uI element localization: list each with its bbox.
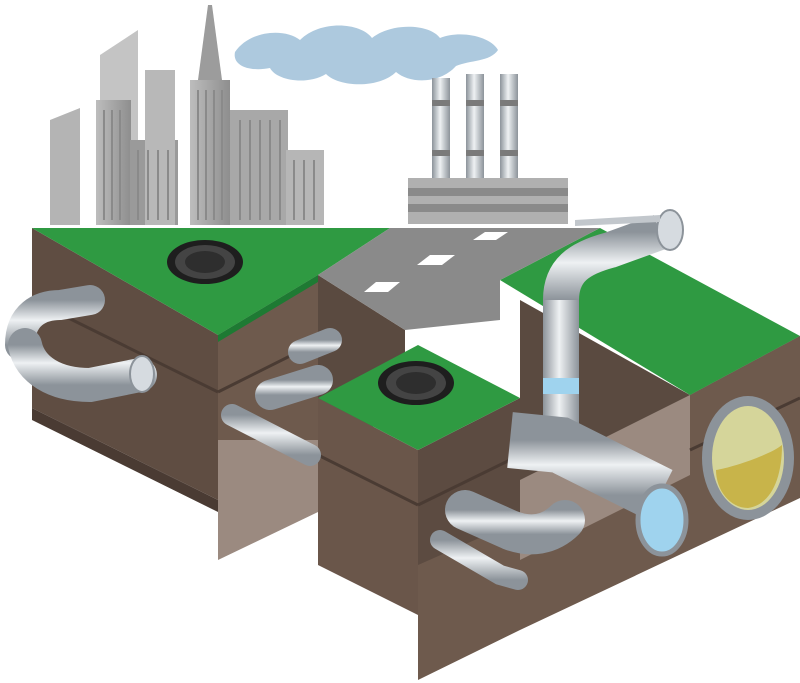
road-markings [364,232,508,292]
factory-building [408,178,568,224]
trench-pipes [221,328,342,466]
grass-left-edge [218,275,318,342]
skyscraper-1 [50,108,80,225]
building-windows [103,90,315,220]
road [318,228,600,330]
manhole-cover-icon [167,240,243,284]
left-pipe-system [5,285,157,403]
sewer-pipe-opening [702,396,794,520]
factory [408,74,568,224]
smokestack-3 [500,74,518,186]
smoke-cloud [234,25,498,85]
smokestack-1 [432,78,450,186]
skyscraper-5 [145,70,175,225]
spire-tower-body [190,80,230,225]
manhole-cover-icon [378,361,454,405]
city-skyline [50,5,324,225]
smokestack-2 [466,74,484,186]
spire-tower [198,5,222,80]
water-window [543,378,579,394]
skyscraper-3 [96,100,131,225]
lower-pipe-system [430,412,689,608]
